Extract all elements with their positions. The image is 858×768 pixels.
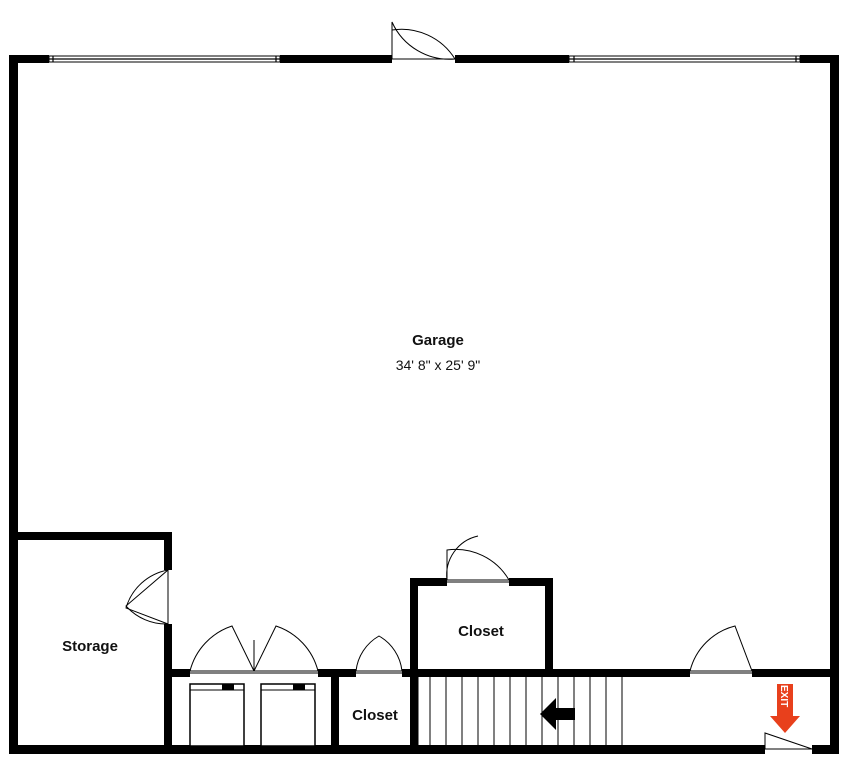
exit-door: [764, 732, 813, 754]
top-window-left: [48, 55, 281, 63]
washer: [189, 683, 245, 747]
exit-label: EXIT: [778, 685, 789, 707]
outer-walls: [9, 55, 839, 754]
upper-closet-label: Closet: [458, 623, 504, 640]
upper-closet-door: [446, 535, 510, 586]
garage-label: Garage: [412, 332, 464, 349]
top-door: [391, 21, 456, 60]
cabinet-doors: [189, 625, 319, 677]
exit-sign: EXIT: [770, 684, 800, 733]
storage-walls: [9, 532, 172, 754]
stair-door: [689, 625, 753, 677]
lower-closet-door: [355, 635, 403, 677]
arrow-left-icon: [540, 698, 575, 730]
lower-closet-label: Closet: [352, 707, 398, 724]
garage-dimensions: 34' 8" x 25' 9": [396, 357, 481, 373]
dryer: [260, 683, 316, 747]
upper-closet-walls: [410, 578, 553, 677]
storage-label: Storage: [62, 638, 118, 655]
staircase: [417, 677, 623, 745]
top-window-right: [568, 55, 801, 63]
storage-door: [125, 568, 169, 625]
